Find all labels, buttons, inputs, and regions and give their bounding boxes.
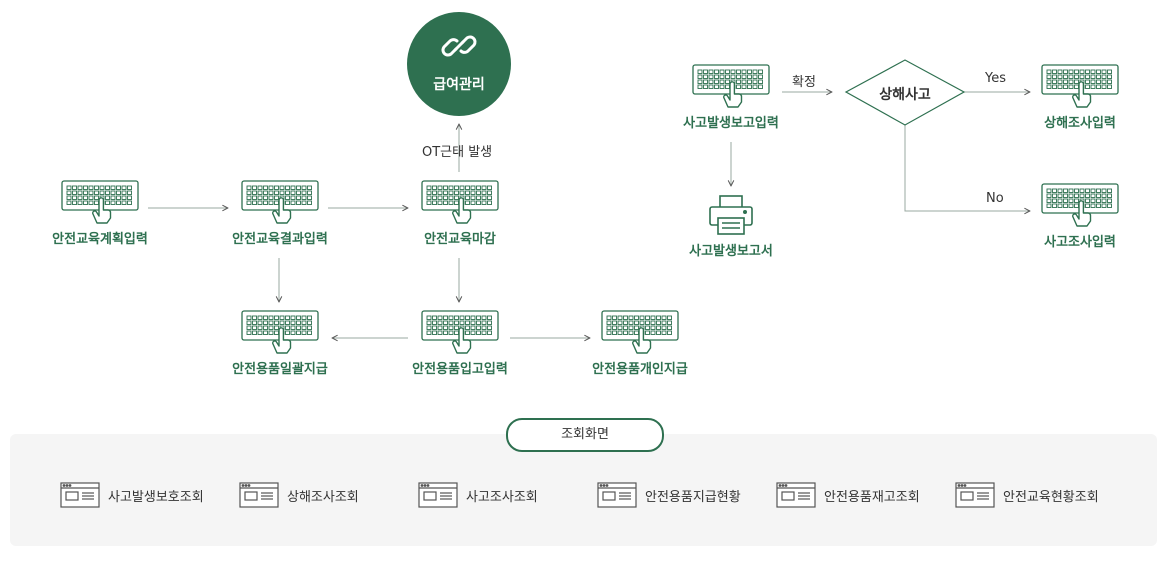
keyboard-icon xyxy=(61,180,139,224)
query-item[interactable]: 사고발생보호조회 xyxy=(60,482,204,508)
keyboard-icon xyxy=(421,310,499,354)
query-item-label: 상해조사조회 xyxy=(287,489,359,505)
keyboard-icon xyxy=(241,180,319,224)
node-result-label: 안전교육결과입력 xyxy=(232,232,328,247)
node-close[interactable]: 안전교육마감 xyxy=(380,180,540,247)
window-icon xyxy=(418,482,458,508)
node-bulk[interactable]: 안전용품일괄지급 xyxy=(200,310,360,377)
query-item-label: 사고발생보호조회 xyxy=(108,489,204,505)
keyboard-icon xyxy=(421,180,499,224)
decision-label: 상해사고 xyxy=(879,87,931,103)
query-item-label: 안전용품지급현황 xyxy=(645,489,741,505)
link-icon xyxy=(441,35,477,57)
decision-diamond xyxy=(844,59,966,126)
window-icon xyxy=(597,482,637,508)
node-personal-label: 안전용품개인지급 xyxy=(592,362,688,377)
keyboard-icon xyxy=(1041,64,1119,108)
node-report-doc-label: 사고발생보고서 xyxy=(689,244,773,259)
window-icon xyxy=(776,482,816,508)
edge-label-ot: OT근태 발생 xyxy=(422,145,493,160)
node-injury-input[interactable]: 상해조사입력 xyxy=(1000,64,1160,131)
window-icon xyxy=(955,482,995,508)
node-close-label: 안전교육마감 xyxy=(424,232,496,247)
node-stock-label: 안전용품입고입력 xyxy=(412,362,508,377)
node-plan[interactable]: 안전교육계획입력 xyxy=(20,180,180,247)
node-report-doc[interactable]: 사고발생보고서 xyxy=(651,194,811,259)
node-stock[interactable]: 안전용품입고입력 xyxy=(380,310,540,377)
node-accident-input-label: 사고조사입력 xyxy=(1044,235,1116,250)
node-bulk-label: 안전용품일괄지급 xyxy=(232,362,328,377)
node-personal[interactable]: 안전용품개인지급 xyxy=(560,310,720,377)
keyboard-icon xyxy=(601,310,679,354)
node-accident-input[interactable]: 사고조사입력 xyxy=(1000,183,1160,250)
query-item[interactable]: 안전용품지급현황 xyxy=(597,482,741,508)
query-item[interactable]: 상해조사조회 xyxy=(239,482,359,508)
hub-label: 급여관리 xyxy=(433,77,485,93)
query-item[interactable]: 사고조사조회 xyxy=(418,482,538,508)
query-item-label: 안전용품재고조회 xyxy=(824,489,920,505)
node-report-input-label: 사고발생보고입력 xyxy=(683,116,779,131)
keyboard-icon xyxy=(692,64,770,108)
window-icon xyxy=(60,482,100,508)
edge-label-no: No xyxy=(986,191,1004,206)
hub-circle[interactable]: 급여관리 xyxy=(407,12,511,116)
query-item[interactable]: 안전교육현황조회 xyxy=(955,482,1099,508)
query-item[interactable]: 안전용품재고조회 xyxy=(776,482,920,508)
node-report-input[interactable]: 사고발생보고입력 xyxy=(651,64,811,131)
query-item-label: 사고조사조회 xyxy=(466,489,538,505)
query-title: 조회화면 xyxy=(506,418,664,452)
keyboard-icon xyxy=(241,310,319,354)
edge-label-yes: Yes xyxy=(985,71,1006,86)
edge-label-confirm: 확정 xyxy=(792,75,816,90)
node-plan-label: 안전교육계획입력 xyxy=(52,232,148,247)
printer-icon xyxy=(709,195,753,235)
edge-decision-no xyxy=(904,125,1030,211)
query-item-label: 안전교육현황조회 xyxy=(1003,489,1099,505)
node-result[interactable]: 안전교육결과입력 xyxy=(200,180,360,247)
node-injury-input-label: 상해조사입력 xyxy=(1044,116,1116,131)
window-icon xyxy=(239,482,279,508)
keyboard-icon xyxy=(1041,183,1119,227)
